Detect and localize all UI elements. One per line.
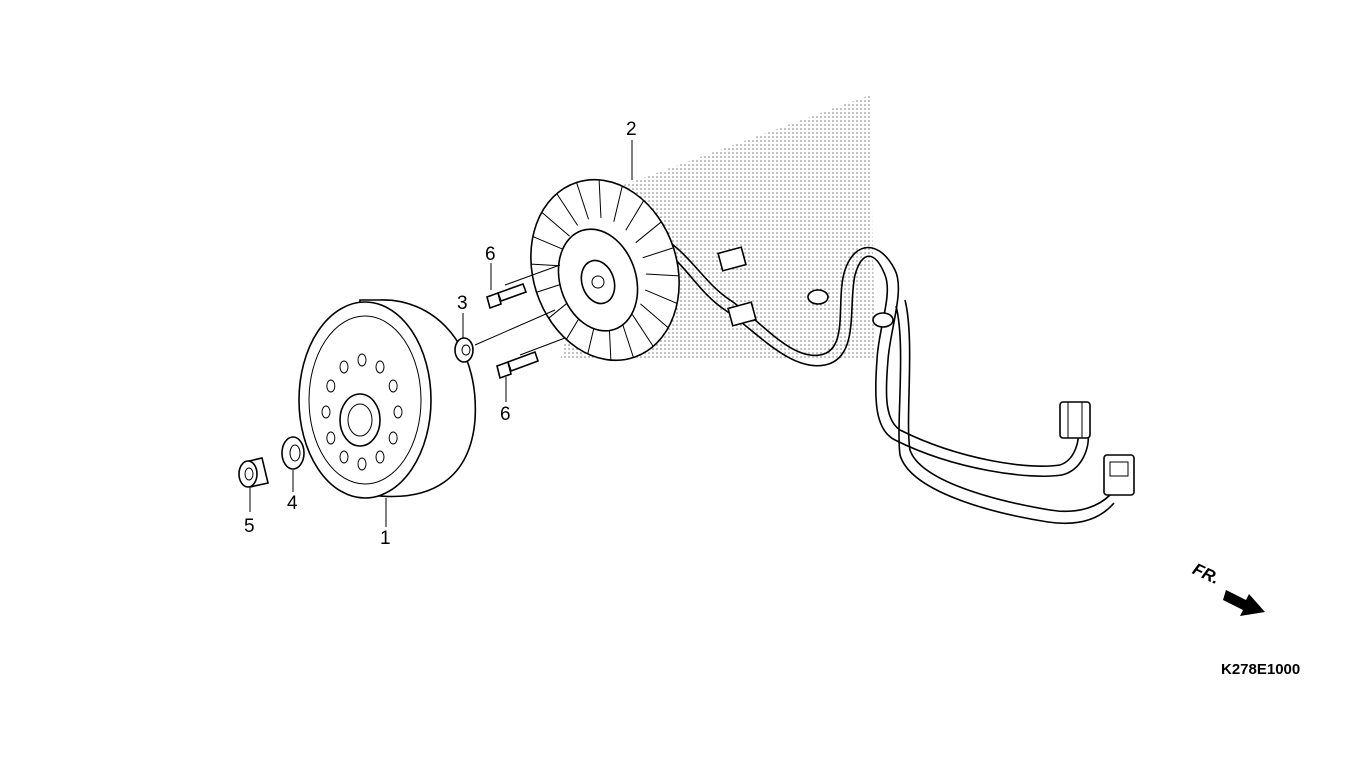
leader-lines bbox=[249, 140, 633, 527]
flywheel-hole bbox=[393, 405, 403, 419]
wiring-harness bbox=[649, 229, 1135, 525]
stator-rib bbox=[644, 289, 678, 304]
stator-rib bbox=[532, 236, 566, 251]
stator-rib bbox=[598, 179, 602, 218]
stator-rib bbox=[640, 303, 669, 329]
front-arrow-icon bbox=[1223, 590, 1265, 616]
flywheel-hole bbox=[339, 360, 349, 374]
bolt-upper bbox=[486, 264, 561, 310]
callout-4: 4 bbox=[287, 493, 298, 514]
callout-6-upper: 6 bbox=[485, 244, 496, 265]
flywheel-hole bbox=[326, 379, 336, 393]
callout-2: 2 bbox=[626, 119, 637, 140]
stator-rib bbox=[621, 320, 634, 358]
washer-4 bbox=[281, 436, 305, 470]
stator-rib bbox=[576, 182, 589, 220]
flywheel-hole bbox=[388, 431, 398, 445]
stator-rib bbox=[613, 186, 623, 222]
callout-1: 1 bbox=[380, 528, 391, 549]
flywheel-hole bbox=[388, 379, 398, 393]
front-label: FR. bbox=[1190, 559, 1223, 588]
stator-rib bbox=[625, 200, 645, 231]
stator-rib bbox=[631, 314, 654, 347]
stator-rib bbox=[556, 193, 579, 226]
flywheel-hole bbox=[357, 457, 367, 471]
stator-rib bbox=[642, 247, 674, 259]
nut-5 bbox=[238, 457, 269, 488]
stator-rib bbox=[645, 273, 679, 277]
flywheel-hole bbox=[326, 431, 336, 445]
flywheel-hole bbox=[357, 353, 367, 367]
stator-rib bbox=[635, 221, 662, 244]
bolt-lower bbox=[496, 337, 566, 380]
flywheel bbox=[298, 299, 477, 499]
flywheel-hole bbox=[339, 450, 349, 464]
flywheel-hole bbox=[375, 450, 385, 464]
callout-5: 5 bbox=[244, 516, 255, 537]
washer-3 bbox=[454, 309, 556, 363]
callout-3: 3 bbox=[457, 293, 468, 314]
drawing-code: K278E1000 bbox=[1221, 661, 1300, 678]
callout-6-lower: 6 bbox=[500, 404, 511, 425]
stator bbox=[530, 178, 680, 362]
flywheel-hole bbox=[375, 360, 385, 374]
stator-rib bbox=[541, 211, 570, 237]
front-direction-marker: FR. bbox=[1190, 559, 1265, 616]
flywheel-hole bbox=[321, 405, 331, 419]
